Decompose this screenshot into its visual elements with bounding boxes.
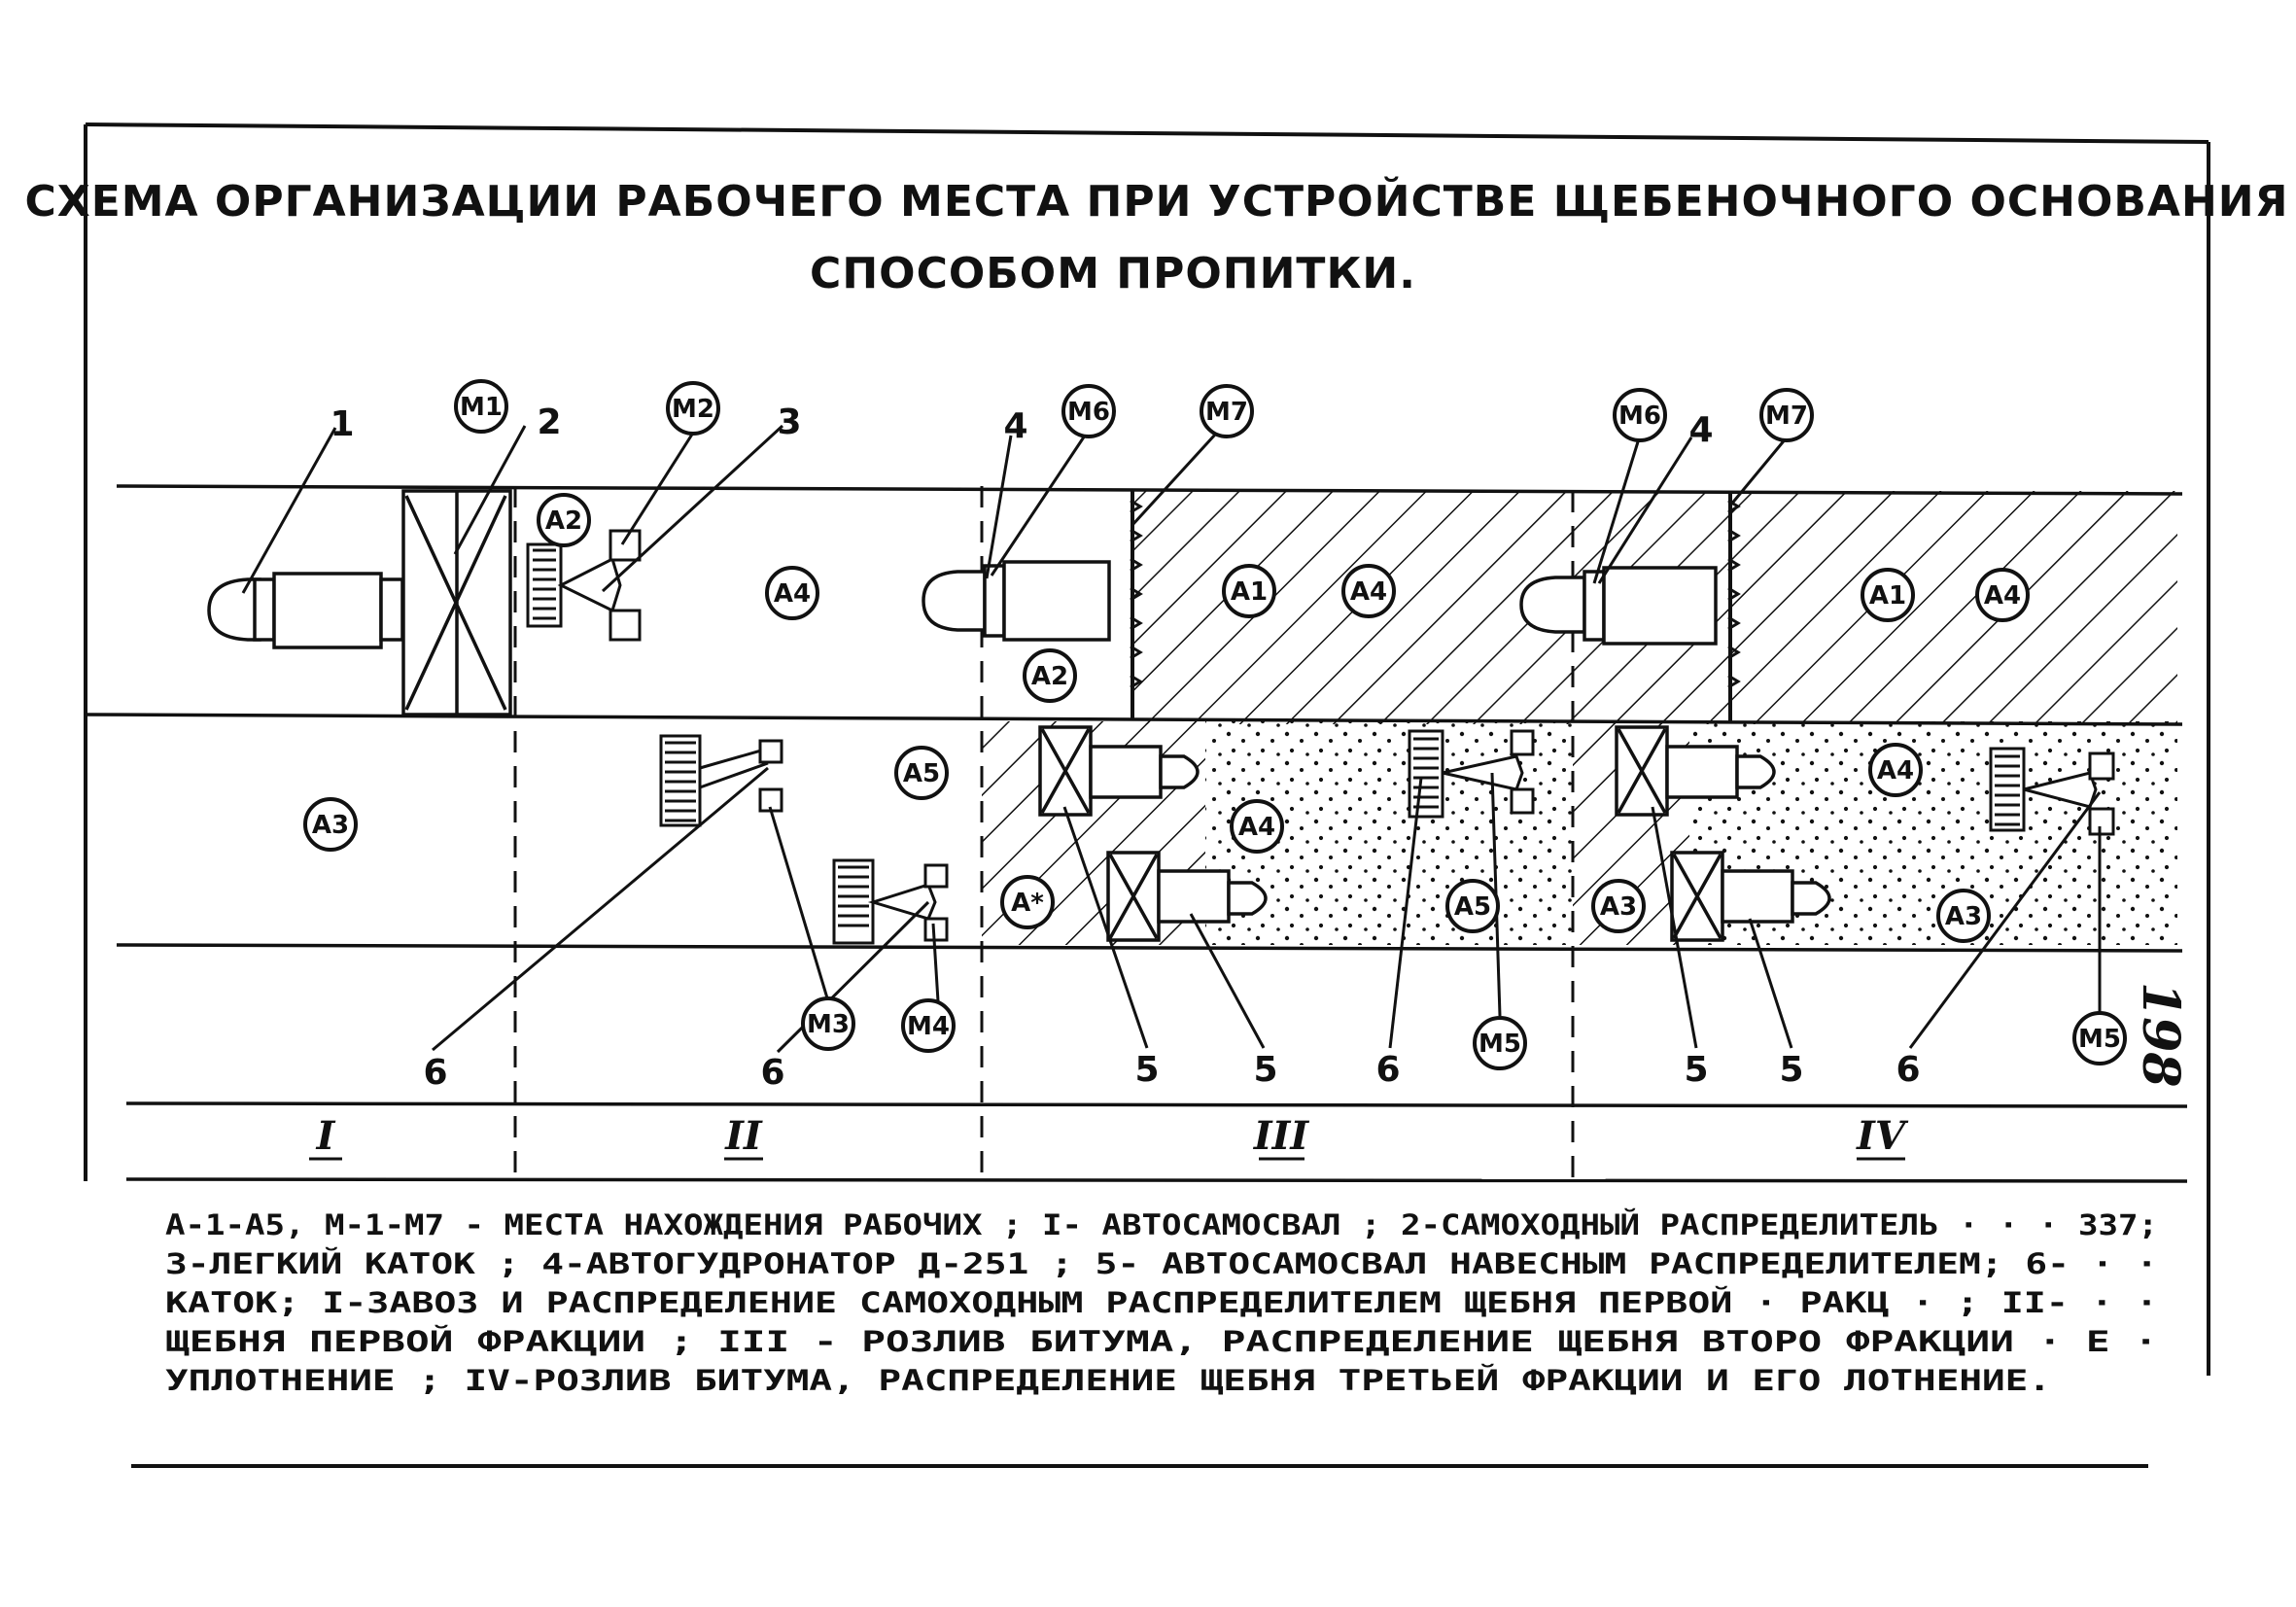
legend-line-2: 3-ЛЕГКИЙ КАТОК ; 4-АВТОГУДРОНАТОР Д-251 …	[165, 1247, 2158, 1280]
legend-line-1: А-1-А5, М-1-М7 - МЕСТА НАХОЖДЕНИЯ РАБОЧИ…	[165, 1208, 2158, 1241]
title-line-2: СПОСОБОМ ПРОПИТКИ.	[810, 249, 1416, 298]
svg-text:A4: A4	[1238, 813, 1275, 842]
callout-4-III: 4	[1003, 406, 1027, 446]
svg-text:A3: A3	[312, 811, 349, 840]
self-propelled-spreader-icon	[401, 489, 512, 716]
callout-5-III-a: 5	[1134, 1050, 1159, 1090]
marker-a3-IV-right: A3	[1936, 889, 1991, 943]
svg-text:A2: A2	[545, 507, 582, 536]
callout-6-II: 6	[760, 1053, 784, 1093]
svg-text:M4: M4	[907, 1012, 950, 1041]
title-line-1: СХЕМА ОРГАНИЗАЦИИ РАБОЧЕГО МЕСТА ПРИ УСТ…	[25, 175, 2289, 227]
marker-m2: M2	[666, 381, 720, 436]
marker-a2-III: A2	[1023, 648, 1077, 703]
dump-truck-spreader-icon-IV-a	[1615, 725, 1776, 817]
callout-5-IV-a: 5	[1684, 1050, 1708, 1090]
marker-a3-I: A3	[303, 797, 358, 852]
marker-m6-III: M6	[1061, 384, 1116, 438]
marker-a5-II: A5	[894, 746, 949, 800]
dump-truck-spreader-icon-III-a	[1038, 725, 1200, 817]
heavy-roller-icon-III	[1408, 729, 1535, 819]
svg-text:A5: A5	[1454, 892, 1491, 922]
svg-text:M1: M1	[460, 393, 503, 422]
marker-a1-III: A1	[1222, 564, 1276, 618]
legend-line-5: УПЛОТНЕНИЕ ; IV-РОЗЛИВ БИТУМА, РАСПРЕДЕЛ…	[165, 1364, 2051, 1397]
svg-text:M5: M5	[2078, 1025, 2121, 1054]
svg-text:A4: A4	[774, 579, 811, 609]
dump-truck-icon	[207, 572, 404, 649]
page-number: 198	[2131, 982, 2190, 1088]
marker-a1-IV: A1	[1861, 568, 1915, 622]
marker-a4-III-lower: A4	[1230, 799, 1284, 854]
legend-line-4: ЩЕБНЯ ПЕРВОЙ ФРАКЦИИ ; III - РОЗЛИВ БИТУ…	[165, 1325, 2158, 1358]
marker-m5-III: M5	[1473, 1016, 1527, 1070]
leader-lines	[241, 424, 2102, 1054]
marker-m4: M4	[901, 998, 956, 1053]
callout-1: 1	[330, 404, 354, 444]
marker-m6-IV: M6	[1613, 388, 1667, 442]
marker-a4-III: A4	[1341, 564, 1396, 618]
svg-text:M6: M6	[1067, 398, 1110, 427]
section-label-II: II	[724, 1113, 763, 1159]
svg-text:A*: A*	[1011, 889, 1044, 918]
svg-text:A2: A2	[1031, 662, 1068, 691]
callout-6-III: 6	[1375, 1050, 1400, 1090]
svg-text:M5: M5	[1478, 1030, 1521, 1059]
svg-text:M2: M2	[672, 395, 714, 424]
marker-a3-IV: A3	[1591, 879, 1646, 933]
svg-text:A3: A3	[1600, 892, 1637, 922]
svg-text:A4: A4	[1984, 581, 2021, 611]
svg-text:M7: M7	[1205, 398, 1248, 427]
marker-a4-II: A4	[765, 566, 819, 620]
callout-4-IV: 4	[1688, 410, 1713, 450]
edge-marks	[1130, 499, 1741, 689]
marker-a5-III: A5	[1445, 879, 1500, 933]
marker-m3: M3	[801, 996, 855, 1051]
legend-line-3: КАТОК; I-ЗАВОЗ И РАСПРЕДЕЛЕНИЕ САМОХОДНЫ…	[165, 1286, 2158, 1319]
marker-ax-III: A*	[1000, 875, 1055, 929]
heavy-roller-icon-II-upper	[659, 734, 783, 827]
svg-text:A3: A3	[1945, 902, 1982, 931]
dump-truck-spreader-icon-III-b	[1106, 851, 1268, 942]
callout-5-IV-b: 5	[1779, 1050, 1803, 1090]
light-roller-icon	[526, 529, 642, 642]
svg-text:A5: A5	[903, 759, 940, 788]
callout-6-I: 6	[423, 1053, 447, 1093]
svg-text:M3: M3	[807, 1010, 850, 1039]
marker-m5-IV: M5	[2072, 1011, 2127, 1066]
marker-a4-IV-lower: A4	[1868, 743, 1923, 797]
callout-2: 2	[537, 402, 561, 442]
section-label-I: I	[316, 1113, 336, 1159]
heavy-roller-icon-IV	[1989, 747, 2115, 836]
svg-text:A1: A1	[1231, 577, 1268, 607]
callout-6-IV: 6	[1896, 1050, 1920, 1090]
marker-m1: M1	[454, 379, 508, 434]
svg-text:A4: A4	[1350, 577, 1387, 607]
section-label-III: III	[1253, 1113, 1309, 1159]
dump-truck-spreader-icon-IV-b	[1670, 851, 1831, 942]
marker-a4-IV: A4	[1975, 568, 2030, 622]
svg-text:M7: M7	[1765, 402, 1808, 431]
heavy-roller-icon-II-lower	[832, 858, 949, 945]
marker-a2-I: A2	[537, 493, 591, 547]
svg-text:A1: A1	[1869, 581, 1906, 611]
svg-text:M6: M6	[1618, 402, 1661, 431]
bitumen-distributor-icon-III	[922, 560, 1111, 642]
callout-3: 3	[777, 402, 801, 442]
section-label-IV: IV	[1856, 1113, 1909, 1159]
drawing-frame	[84, 122, 2210, 1468]
marker-m7-IV: M7	[1759, 388, 1814, 442]
callout-5-III-b: 5	[1253, 1050, 1277, 1090]
marker-m7-III: M7	[1200, 384, 1254, 438]
bitumen-distributor-icon-IV	[1519, 566, 1718, 646]
svg-text:A4: A4	[1877, 756, 1914, 786]
